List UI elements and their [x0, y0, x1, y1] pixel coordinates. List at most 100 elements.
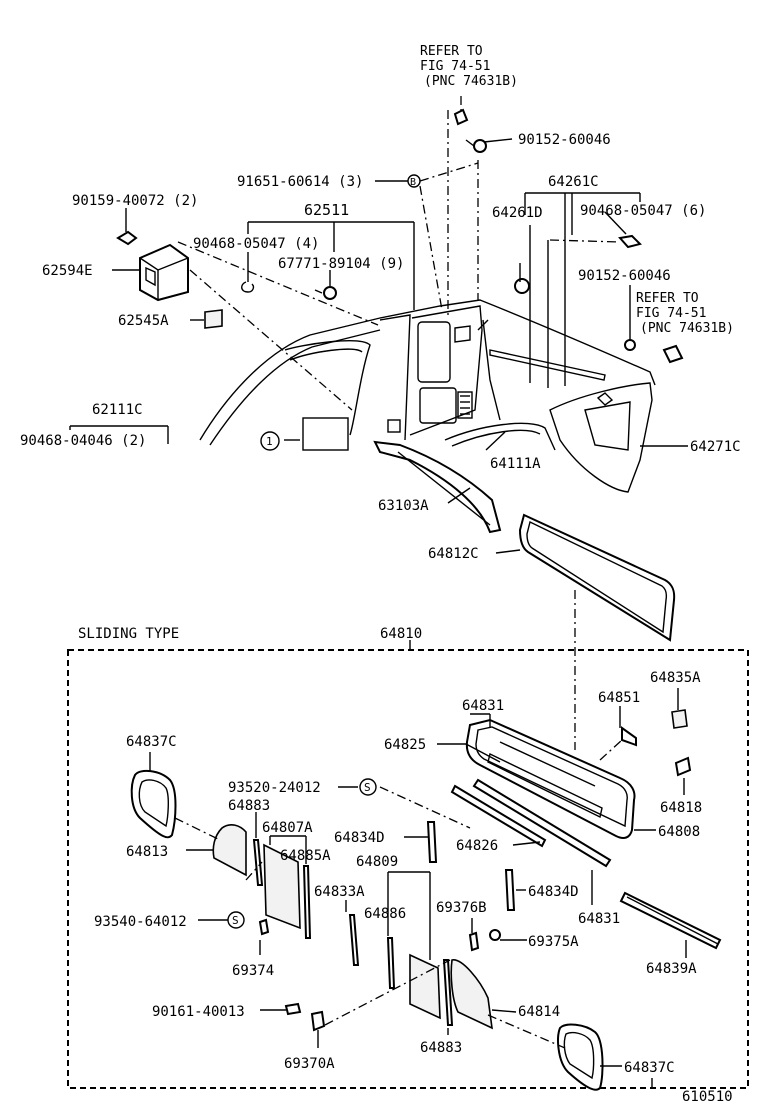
strip-64883-bottom: [442, 959, 454, 1026]
label-64885a: 64885A: [280, 848, 331, 864]
label-64831-bottom: 64831: [578, 911, 620, 927]
label-63103a: 63103A: [378, 498, 429, 514]
weatherstrip-64837c-top-inner: [138, 779, 169, 828]
label-90161: 90161-40013: [152, 1004, 245, 1020]
upper-fasteners: [241, 108, 684, 364]
label-64831-top: 64831: [462, 698, 504, 714]
marker-s-bottom-text: S: [232, 914, 239, 927]
upper-leader-lines: [69, 96, 688, 554]
rail-64826: [450, 784, 547, 848]
label-64851: 64851: [598, 690, 640, 706]
marker-s-top-text: S: [364, 781, 371, 794]
refer-right-line3: (PNC 74631B): [640, 321, 734, 336]
glass-64813: [212, 823, 247, 877]
label-90468-left: 90468-05047 (4): [193, 236, 319, 252]
label-64261c: 64261C: [548, 174, 599, 190]
clip-69375a: [489, 929, 501, 941]
pad-62545a-drawing: [204, 309, 223, 329]
label-sliding-type: SLIDING TYPE: [78, 626, 179, 642]
strip-64834d-top: [426, 821, 438, 863]
label-64837c-bottom: 64837C: [624, 1060, 675, 1076]
label-64111a: 64111A: [490, 456, 541, 472]
label-64808: 64808: [658, 824, 700, 840]
label-64833a: 64833A: [314, 884, 365, 900]
bracket-62594e-drawing: [116, 230, 189, 302]
back-window-glass-64812c: [518, 513, 676, 642]
label-64837c-top: 64837C: [126, 734, 177, 750]
label-69370a: 69370A: [284, 1056, 335, 1072]
refer-right-line2: FIG 74-51: [636, 306, 706, 321]
label-67771: 67771-89104 (9): [278, 256, 404, 272]
marker-one: 1: [260, 431, 280, 451]
label-610510: 610510: [682, 1089, 733, 1105]
label-64839a: 64839A: [646, 961, 697, 977]
strip-64833a: [348, 914, 360, 966]
marker-one-text: 1: [266, 435, 273, 448]
label-64813: 64813: [126, 844, 168, 860]
label-64825: 64825: [384, 737, 426, 753]
clip-64818: [674, 756, 692, 777]
clip-69370a: [310, 1010, 326, 1032]
label-64834d-bottom: 64834D: [528, 884, 579, 900]
strip-64883-top: [252, 839, 264, 886]
bracket-64851: [621, 726, 637, 747]
label-64814: 64814: [518, 1004, 560, 1020]
glass-64807a: [263, 843, 301, 930]
weatherstrip-64837c-bottom-inner: [563, 1031, 595, 1080]
label-62594e: 62594E: [42, 263, 93, 279]
cab-body-drawing: [199, 299, 656, 534]
refer-top-line1: REFER TO: [420, 44, 483, 59]
label-90468-04046: 90468-04046 (2): [20, 433, 146, 449]
label-64812c: 64812C: [428, 546, 479, 562]
label-64835a: 64835A: [650, 670, 701, 686]
label-62545a: 62545A: [118, 313, 169, 329]
label-69374: 69374: [232, 963, 274, 979]
label-90152-top: 90152-60046: [518, 132, 611, 148]
label-64886: 64886: [364, 906, 406, 922]
label-64809: 64809: [356, 854, 398, 870]
marker-b: B: [407, 174, 421, 188]
refer-right-line1: REFER TO: [636, 291, 699, 306]
marker-s-top: S: [359, 778, 377, 796]
label-64271c: 64271C: [690, 439, 741, 455]
label-91651: 91651-60614 (3): [237, 174, 363, 190]
label-64261d: 64261D: [492, 205, 543, 221]
label-64818: 64818: [660, 800, 702, 816]
weatherstrip-64837c-bottom: [557, 1023, 604, 1091]
marker-s-bottom: S: [227, 911, 245, 929]
label-62111c: 62111C: [92, 402, 143, 418]
p64825-part: [465, 743, 501, 763]
glass-64814: [450, 959, 493, 1030]
label-64834d-top: 64834D: [334, 830, 385, 846]
label-64807a: 64807A: [262, 820, 313, 836]
lower-leader-lines: [149, 688, 687, 1067]
marker-b-text: B: [410, 177, 416, 188]
label-69375a: 69375A: [528, 934, 579, 950]
refer-top-line2: FIG 74-51: [420, 59, 490, 74]
label-90159: 90159-40072 (2): [72, 193, 198, 209]
rail-64839a-line: [626, 896, 719, 945]
strip-64834d-bottom: [504, 869, 516, 911]
label-64826: 64826: [456, 838, 498, 854]
label-93540: 93540-64012: [94, 914, 187, 930]
bolt-90161: [284, 1002, 302, 1016]
pad-64835a: [671, 709, 688, 729]
label-90468-right: 90468-05047 (6): [580, 203, 706, 219]
weatherstrip-64837c-top: [130, 769, 177, 839]
clip-69374: [258, 918, 270, 936]
label-93520: 93520-24012: [228, 780, 321, 796]
refer-top-line3: (PNC 74631B): [424, 74, 518, 89]
label-90152-right: 90152-60046: [578, 268, 671, 284]
sliding-window-frame-64808: [465, 718, 636, 839]
label-62511: 62511: [304, 201, 349, 219]
glass-64809: [409, 953, 441, 1020]
sliding-type-boundary: [67, 649, 749, 1089]
label-64883-bottom: 64883: [420, 1040, 462, 1056]
strip-64885a: [302, 865, 312, 939]
clip-69376b: [468, 931, 480, 952]
label-64883-top: 64883: [228, 798, 270, 814]
label-69376b: 69376B: [436, 900, 487, 916]
label-64810: 64810: [380, 626, 422, 642]
strip-64886: [386, 937, 396, 989]
